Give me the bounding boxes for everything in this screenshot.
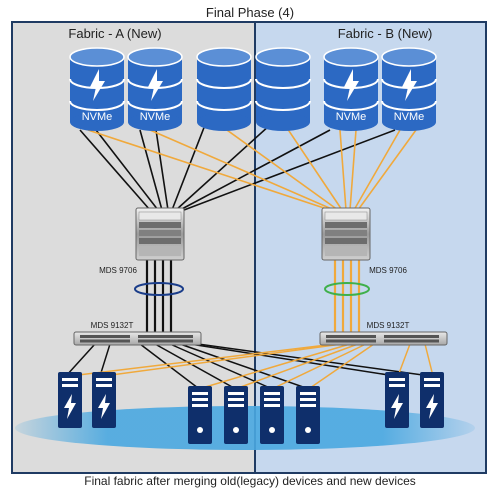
lightning-icon (98, 394, 110, 419)
nvme-storage-array: NVMe (381, 47, 437, 131)
nvme-host-server (420, 372, 444, 428)
port-channel-a (134, 282, 184, 296)
legacy-host-server (260, 386, 284, 444)
director-a-label: MDS 9706 (99, 266, 137, 275)
storage-arrays: NVMe NVMe NVMe NVMe (69, 47, 437, 131)
lightning-icon (64, 394, 76, 419)
fabric-b-label: Fabric - B (New) (338, 26, 433, 41)
nvme-host-server (58, 372, 82, 428)
lightning-icon (391, 394, 403, 419)
storage-to-director-links (79, 124, 417, 211)
lightning-icon (402, 69, 417, 101)
diagram-caption: Final fabric after merging old(legacy) d… (84, 474, 416, 488)
hosts (58, 372, 444, 444)
diagram-title: Final Phase (4) (206, 5, 294, 20)
legacy-host-server (224, 386, 248, 444)
nvme-label: NVMe (394, 111, 425, 123)
director-switch-b (321, 207, 371, 261)
edge-a-label: MDS 9132T (91, 321, 134, 330)
nvme-host-server (92, 372, 116, 428)
director-switch-a (135, 207, 185, 261)
lightning-icon (426, 394, 438, 419)
nvme-storage-array: NVMe (127, 47, 183, 131)
nvme-host-server (385, 372, 409, 428)
edge-switch-b (319, 331, 448, 346)
legacy-storage-array (255, 47, 311, 131)
port-channel-b (324, 282, 370, 296)
legacy-storage-array (196, 47, 252, 131)
nvme-storage-array: NVMe (323, 47, 379, 131)
nvme-label: NVMe (336, 111, 367, 123)
nvme-label: NVMe (140, 111, 171, 123)
lightning-icon (90, 69, 105, 101)
edge-switch-a (73, 331, 202, 346)
lightning-icon (148, 69, 163, 101)
fabric-a-label: Fabric - A (New) (68, 26, 161, 41)
edge-b-label: MDS 9132T (367, 321, 410, 330)
nvme-label: NVMe (82, 111, 113, 123)
edge-to-host-links (65, 343, 434, 389)
nvme-storage-array: NVMe (69, 47, 125, 131)
legacy-host-server (188, 386, 212, 444)
legacy-host-server (296, 386, 320, 444)
director-b-label: MDS 9706 (369, 266, 407, 275)
lightning-icon (344, 69, 359, 101)
